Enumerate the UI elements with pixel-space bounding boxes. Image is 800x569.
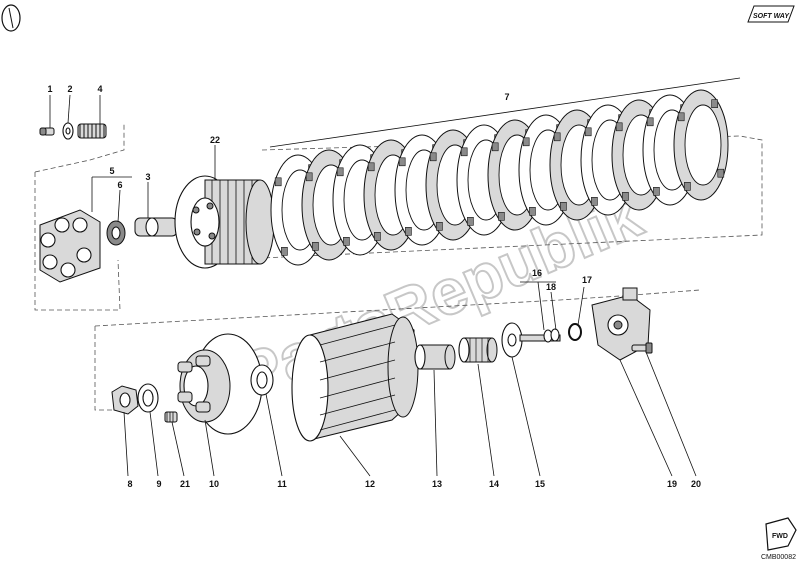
callout-15: 15 [535,479,545,489]
part-19-slave-cylinder [591,287,651,361]
svg-text:FWD: FWD [772,533,788,540]
callout-14: 14 [489,479,499,489]
clutch-plate-tab [336,167,344,177]
callout-labels: 1 2 4 5 6 3 22 7 16 17 18 8 9 21 10 11 1… [47,84,701,489]
callout-2: 2 [67,84,72,94]
clutch-plate-tab [467,217,474,226]
callout-4: 4 [97,84,102,94]
callout-3: 3 [145,172,150,182]
part-2-washer [62,122,74,140]
clutch-plate-tab [653,187,660,196]
callout-17: 17 [582,275,592,285]
clutch-plate-tab [560,202,567,211]
callout-5: 5 [109,166,114,176]
clutch-plate-tab [374,232,381,241]
clutch-plate-tab [398,157,406,167]
clutch-plate-tab [491,142,499,152]
clutch-plate-tab [460,147,468,157]
clutch-plate-tab [684,182,691,191]
callout-11: 11 [277,479,287,489]
clutch-plate-tab [281,247,288,256]
clutch-plate-tab [498,212,505,221]
callout-12: 12 [365,479,375,489]
clutch-plate-tab [522,137,530,147]
part-15-disc [501,322,523,358]
part-14-needle-bearing [458,337,498,363]
part-6-bearing [106,220,126,246]
callout-21: 21 [180,479,190,489]
clutch-plate-tab [529,207,536,216]
callout-18: 18 [546,282,556,292]
clutch-plate-tab [405,227,412,236]
callout-13: 13 [432,479,442,489]
svg-text:SOFT WAY: SOFT WAY [753,13,790,20]
corner-mark-icon [1,4,21,32]
clutch-plate-tab [591,197,598,206]
clutch-plate-tab [436,222,443,231]
callout-1: 1 [47,84,52,94]
part-16-pushrod-assembly [519,328,561,343]
clutch-plate-tab [677,112,685,122]
clutch-plate-tab [312,242,319,251]
leader-lines [49,77,741,477]
clutch-plate-tab [615,122,623,132]
callout-6: 6 [117,180,122,190]
clutch-plate-tab [584,127,592,137]
clutch-plate-tab [717,168,725,178]
part-4-spring [77,123,107,139]
clutch-plate-tab [343,237,350,246]
part-10-pressure-plate [177,333,263,435]
part-13-spacer [414,344,456,370]
part-20-bolt [631,342,653,354]
brand-logo: SOFT WAY [747,5,795,23]
callout-7: 7 [504,92,509,102]
callout-8: 8 [127,479,132,489]
part-8-nut [111,385,139,415]
callout-20: 20 [691,479,701,489]
part-22-clutch-hub [174,175,275,269]
upper-assembly-outline [34,124,763,311]
clutch-plate-tab [274,177,282,187]
part-21-small-spring [164,411,178,423]
part-11-thrust-washer [250,364,274,396]
clutch-plate-bore [684,104,722,186]
clutch-plate-tab [429,152,437,162]
clutch-plate-tab [367,162,375,172]
clutch-plate-tab [622,192,629,201]
part-3-pushrod [134,217,178,237]
fwd-arrow-icon: FWD [765,517,797,551]
clutch-plate-tab [711,99,718,108]
part-1-screw [39,127,55,136]
part-5-spring-cap [39,209,101,283]
clutch-plate-tab [646,117,654,127]
part-7-clutch-plate-stack [270,89,729,266]
clutch-plate-tab [305,172,313,182]
callout-10: 10 [209,479,219,489]
clutch-plate-tab [553,132,561,142]
lower-assembly-outline [94,289,701,411]
callout-19: 19 [667,479,677,489]
drawing-code: CMB00082 [761,554,796,561]
callout-22: 22 [210,135,220,145]
part-12-clutch-basket [291,313,419,442]
part-17-o-ring [568,323,582,341]
callout-16: 16 [532,268,542,278]
callout-9: 9 [156,479,161,489]
part-9-lock-washer [137,383,159,413]
